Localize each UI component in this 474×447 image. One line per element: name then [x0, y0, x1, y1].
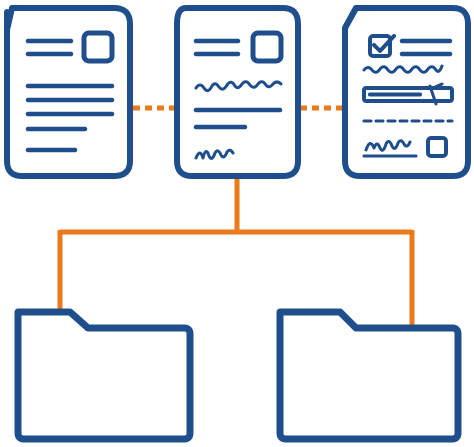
- checkbox-icon: [368, 34, 392, 58]
- document-icon: [4, 5, 133, 179]
- handwriting-line: [194, 80, 283, 93]
- form-document-icon: [342, 5, 471, 179]
- image-placeholder-icon: [81, 30, 115, 64]
- signed-document-icon: [174, 5, 301, 179]
- input-field: [362, 86, 454, 103]
- folder-icon: [14, 308, 194, 443]
- document-3-outline: [342, 5, 471, 179]
- folder-icon: [276, 308, 462, 443]
- folder-right-outline: [276, 308, 462, 443]
- document-3-fold: [342, 5, 359, 31]
- cursor-mark: [428, 82, 444, 106]
- checkmark-icon: [372, 34, 396, 53]
- document-2-outline: [174, 5, 301, 179]
- handwriting-line: [362, 64, 444, 74]
- folder-left-outline: [14, 308, 194, 443]
- checkbox-icon: [426, 136, 448, 158]
- image-placeholder-icon: [250, 30, 284, 64]
- connectors: [57, 105, 415, 326]
- signature-scribble: [364, 139, 412, 152]
- signature-scribble: [194, 148, 235, 160]
- document-1-outline: [4, 5, 133, 179]
